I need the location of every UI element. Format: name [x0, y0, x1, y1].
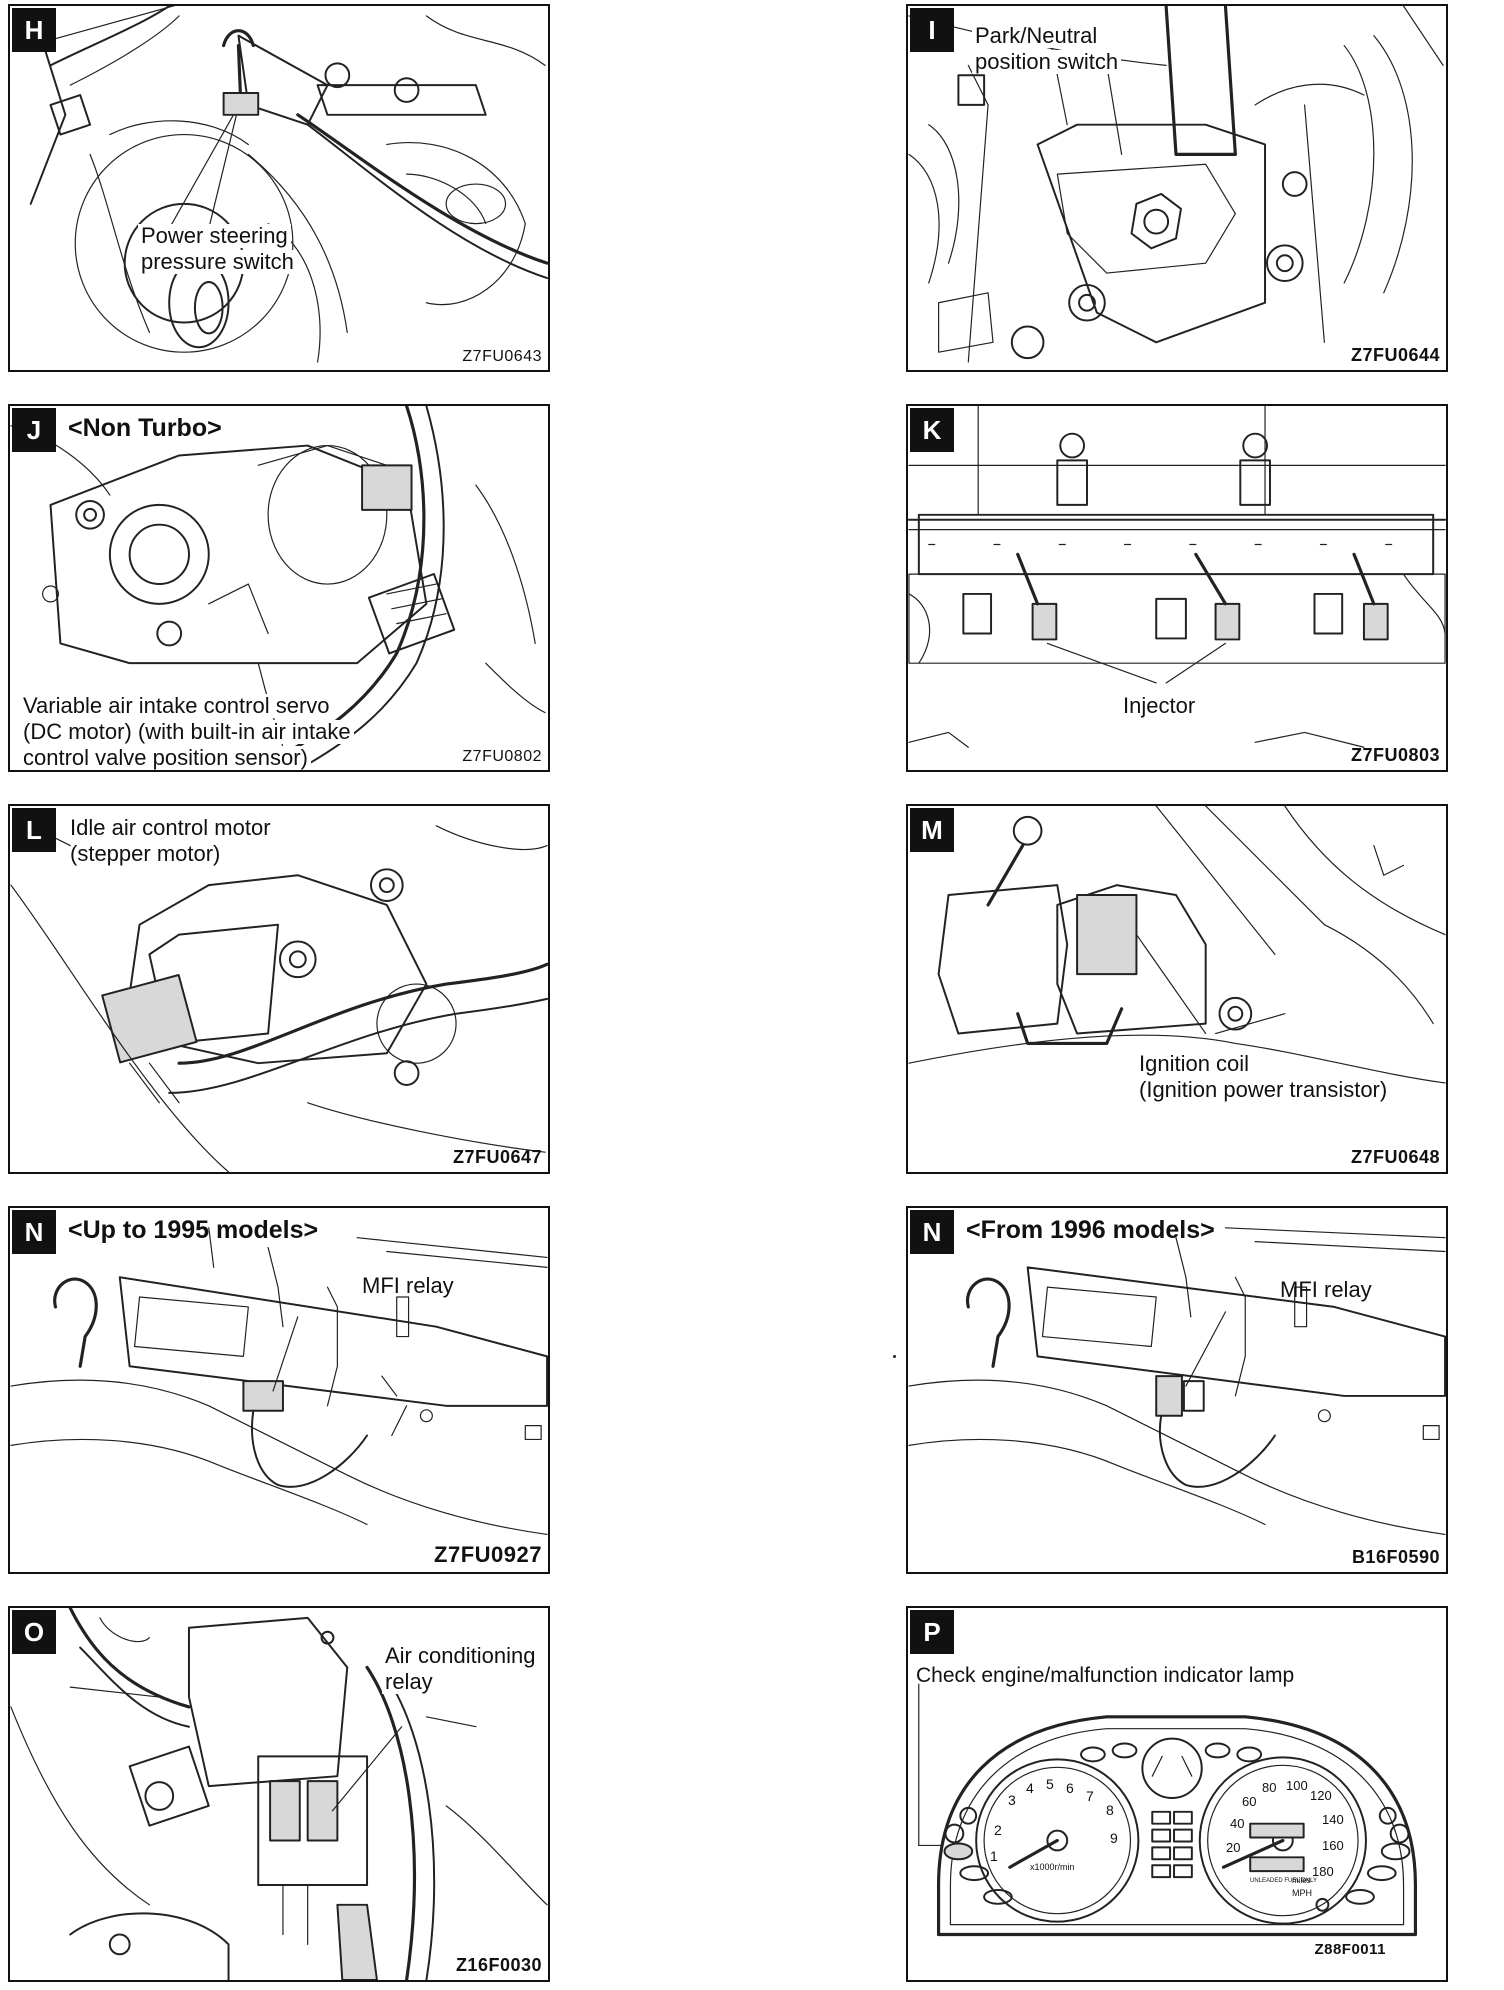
label-line1: Air conditioning [382, 1644, 539, 1668]
figure-code: Z16F0030 [455, 1955, 542, 1975]
panel-n-from-1996: N <From 1996 models> MFI relay B16F0590 [906, 1206, 1448, 1574]
panel-heading: <Non Turbo> [68, 414, 222, 442]
park-neutral-switch-illustration [908, 6, 1444, 363]
figure-code: Z7FU0643 [462, 348, 542, 365]
speedometer-dial [1198, 1756, 1367, 1925]
tach-number-1: 1 [990, 1848, 998, 1864]
label-line1: Idle air control motor [70, 815, 271, 840]
panel-letter: I [910, 8, 954, 52]
panel-letter: N [910, 1210, 954, 1254]
label-injector: Injector [1120, 694, 1199, 718]
miles-text: miles [1292, 1876, 1311, 1885]
panel-p: 1 2 3 4 5 6 7 8 9 x1000r/min 20 40 60 80… [906, 1606, 1448, 1982]
injector-units [962, 552, 1389, 641]
panel-m: M Ignition coil (Ignition power transist… [906, 804, 1448, 1174]
label-line1: Power steering [138, 224, 291, 248]
label-mfi-relay: MFI relay [1280, 1277, 1372, 1302]
label-line2: (Ignition power transistor) [1136, 1078, 1391, 1102]
panel-letter: O [12, 1610, 56, 1654]
figure-code: Z7FU0803 [1350, 745, 1440, 765]
tach-number-6: 6 [1066, 1780, 1074, 1796]
panel-h: H Power steering pressure switch Z7FU064… [8, 4, 550, 372]
panel-n-up-to-1995: N <Up to 1995 models> MFI relay Z7FU0927 [8, 1206, 550, 1574]
idle-air-control-motor-illustration [10, 825, 548, 1172]
tachometer-dial [975, 1758, 1140, 1923]
speed-number-160: 160 [1322, 1838, 1344, 1853]
speed-number-40: 40 [1230, 1816, 1245, 1831]
figure-code: Z88F0011 [1314, 1941, 1386, 1958]
label-line2: (stepper motor) [70, 841, 221, 866]
figure-code: B16F0590 [1351, 1547, 1440, 1567]
panel-j: J <Non Turbo> Variable air intake contro… [8, 404, 550, 772]
speed-number-100: 100 [1286, 1778, 1308, 1793]
speed-unit: MPH [1292, 1888, 1312, 1898]
panel-k: K Injector Z7FU0803 [906, 404, 1448, 772]
mfi-relay-1996-illustration [908, 1227, 1446, 1536]
panel-l: L Idle air control motor (stepper motor)… [8, 804, 550, 1174]
tach-unit: x1000r/min [1030, 1862, 1075, 1872]
tach-number-7: 7 [1086, 1788, 1094, 1804]
label-check-engine: Check engine/malfunction indicator lamp [916, 1664, 1295, 1687]
speed-number-80: 80 [1262, 1780, 1277, 1795]
mfi-relay-1995-illustration [10, 1227, 548, 1536]
instrument-cluster-illustration [918, 1683, 1418, 1937]
power-steering-illustration [29, 6, 548, 363]
label-line1: Park/Neutral [972, 24, 1101, 48]
figure-code: Z7FU0802 [462, 748, 542, 765]
figure-code: Z7FU0927 [434, 1542, 542, 1567]
tach-number-4: 4 [1026, 1780, 1034, 1796]
label-line2: pressure switch [138, 250, 297, 274]
label-line2: position switch [972, 50, 1122, 74]
label-line2: (DC motor) (with built-in air intake [20, 720, 354, 744]
tach-number-3: 3 [1008, 1792, 1016, 1808]
label-line3: control valve position sensor) [20, 746, 311, 770]
stray-dot [893, 1355, 896, 1358]
panel-letter: M [910, 808, 954, 852]
speed-number-120: 120 [1310, 1788, 1332, 1803]
speed-number-180: 180 [1312, 1864, 1334, 1879]
speed-number-140: 140 [1322, 1812, 1344, 1827]
panel-letter: L [12, 808, 56, 852]
panel-letter: N [12, 1210, 56, 1254]
label-line1: Ignition coil [1136, 1052, 1253, 1076]
panel-heading: <From 1996 models> [966, 1216, 1215, 1244]
panel-o: O Air conditioning relay Z16F0030 [8, 1606, 550, 1982]
speed-number-60: 60 [1242, 1794, 1257, 1809]
injector-illustration [908, 406, 1446, 748]
label-mfi-relay: MFI relay [362, 1273, 454, 1298]
tach-number-9: 9 [1110, 1830, 1118, 1846]
panel-heading: <Up to 1995 models> [68, 1216, 319, 1244]
panel-letter: K [910, 408, 954, 452]
ignition-coil-illustration [908, 806, 1446, 1084]
check-engine-lamp [943, 1842, 974, 1861]
panel-letter: J [12, 408, 56, 452]
panel-i: I Park/Neutral position switch Z7FU0644 [906, 4, 1448, 372]
figure-code: Z7FU0648 [1350, 1147, 1440, 1167]
tach-number-5: 5 [1046, 1776, 1054, 1792]
label-line1: Variable air intake control servo [20, 694, 333, 718]
label-line2: relay [382, 1670, 436, 1694]
figure-code: Z7FU0647 [452, 1147, 542, 1167]
panel-letter: H [12, 8, 56, 52]
panel-letter: P [910, 1610, 954, 1654]
figure-code: Z7FU0644 [1350, 345, 1440, 365]
fuel-text: UNLEADED FUEL ONLY [1250, 1878, 1318, 1884]
tach-number-2: 2 [994, 1822, 1002, 1838]
speed-number-20: 20 [1226, 1840, 1241, 1855]
air-conditioning-relay-illustration [10, 1608, 548, 1980]
tach-number-8: 8 [1106, 1802, 1114, 1818]
